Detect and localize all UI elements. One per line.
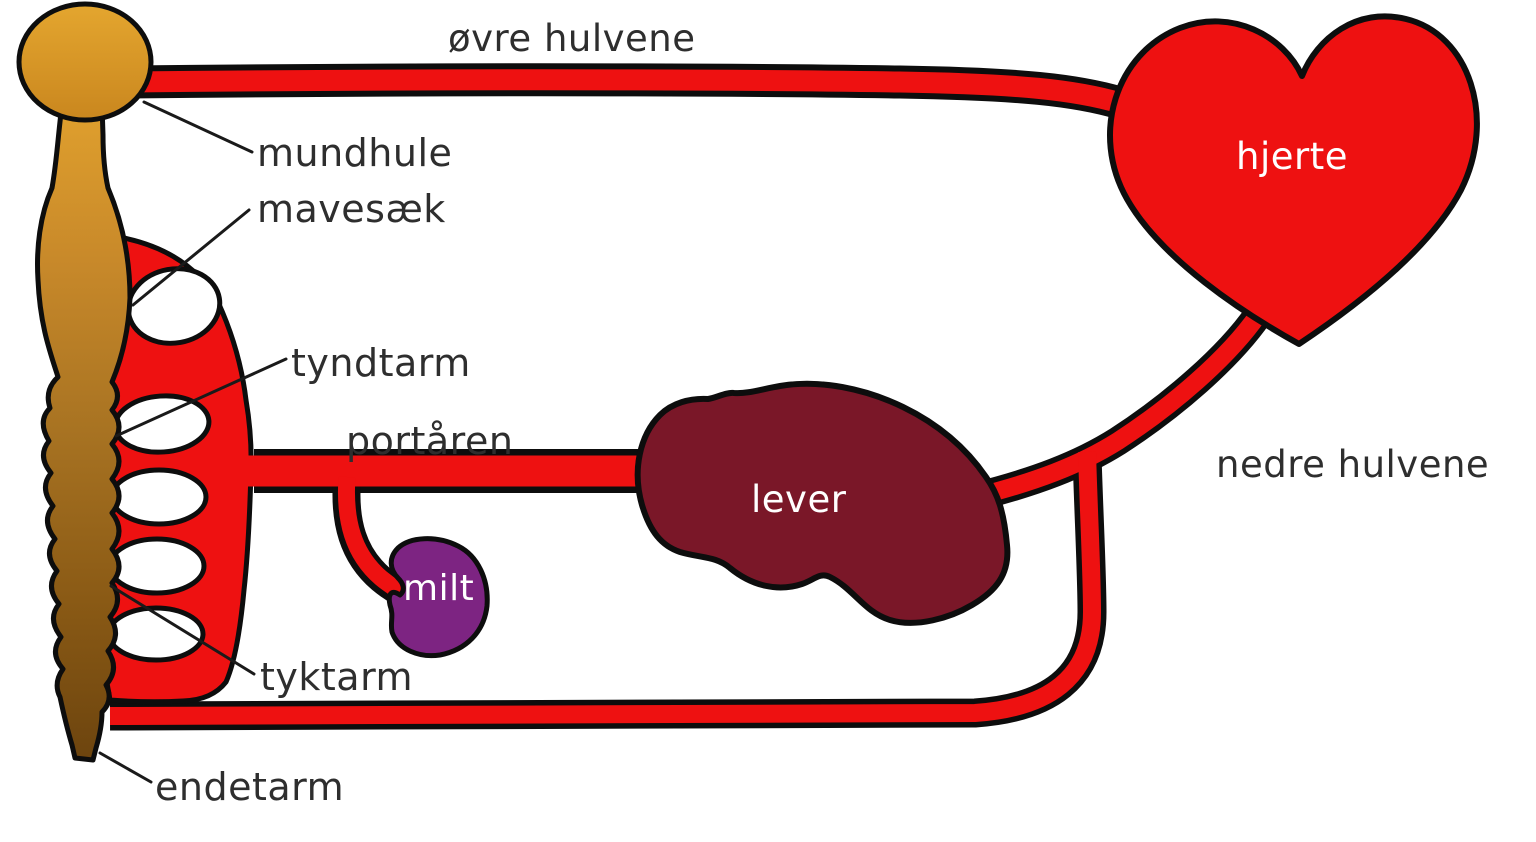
pointer-line-tyndtarm <box>114 357 288 438</box>
pointer-line-tyktarm <box>109 584 256 676</box>
pointer-lines <box>98 100 288 784</box>
inferior-vena-cava-vessel <box>109 451 1101 725</box>
vessel-loop-gaps <box>106 266 223 663</box>
label-mavesaek: mavesæk <box>257 187 446 231</box>
hepatic-vein-vessel <box>972 309 1266 506</box>
liver-shape <box>634 380 1011 626</box>
label-lever: lever <box>751 478 847 521</box>
label-ovre-hulvene: øvre hulvene <box>448 17 696 60</box>
label-milt: milt <box>403 568 475 609</box>
pointer-line-mundhule <box>142 100 254 154</box>
label-portaaren: portåren <box>346 419 514 463</box>
pointer-line-mavesaek <box>131 208 251 307</box>
label-tyktarm: tyktarm <box>260 655 414 699</box>
label-tyndtarm: tyndtarm <box>291 341 471 385</box>
digestive-tract-shape <box>35 102 133 763</box>
label-nedre-hulvene: nedre hulvene <box>1216 443 1490 486</box>
pointer-line-endetarm <box>98 751 153 784</box>
label-endetarm: endetarm <box>155 765 345 809</box>
label-hjerte: hjerte <box>1236 135 1348 178</box>
spleen-shape <box>386 536 490 659</box>
mouth-shape <box>16 1 154 123</box>
label-mundhule: mundhule <box>257 131 453 175</box>
portal-system <box>240 449 655 612</box>
vessel-loop-gap <box>107 536 207 596</box>
superior-vena-cava-vessel <box>127 69 1123 114</box>
vessel-loop-gap <box>109 467 209 527</box>
heart-shape <box>1107 13 1480 347</box>
vessel-cores <box>109 69 1266 725</box>
